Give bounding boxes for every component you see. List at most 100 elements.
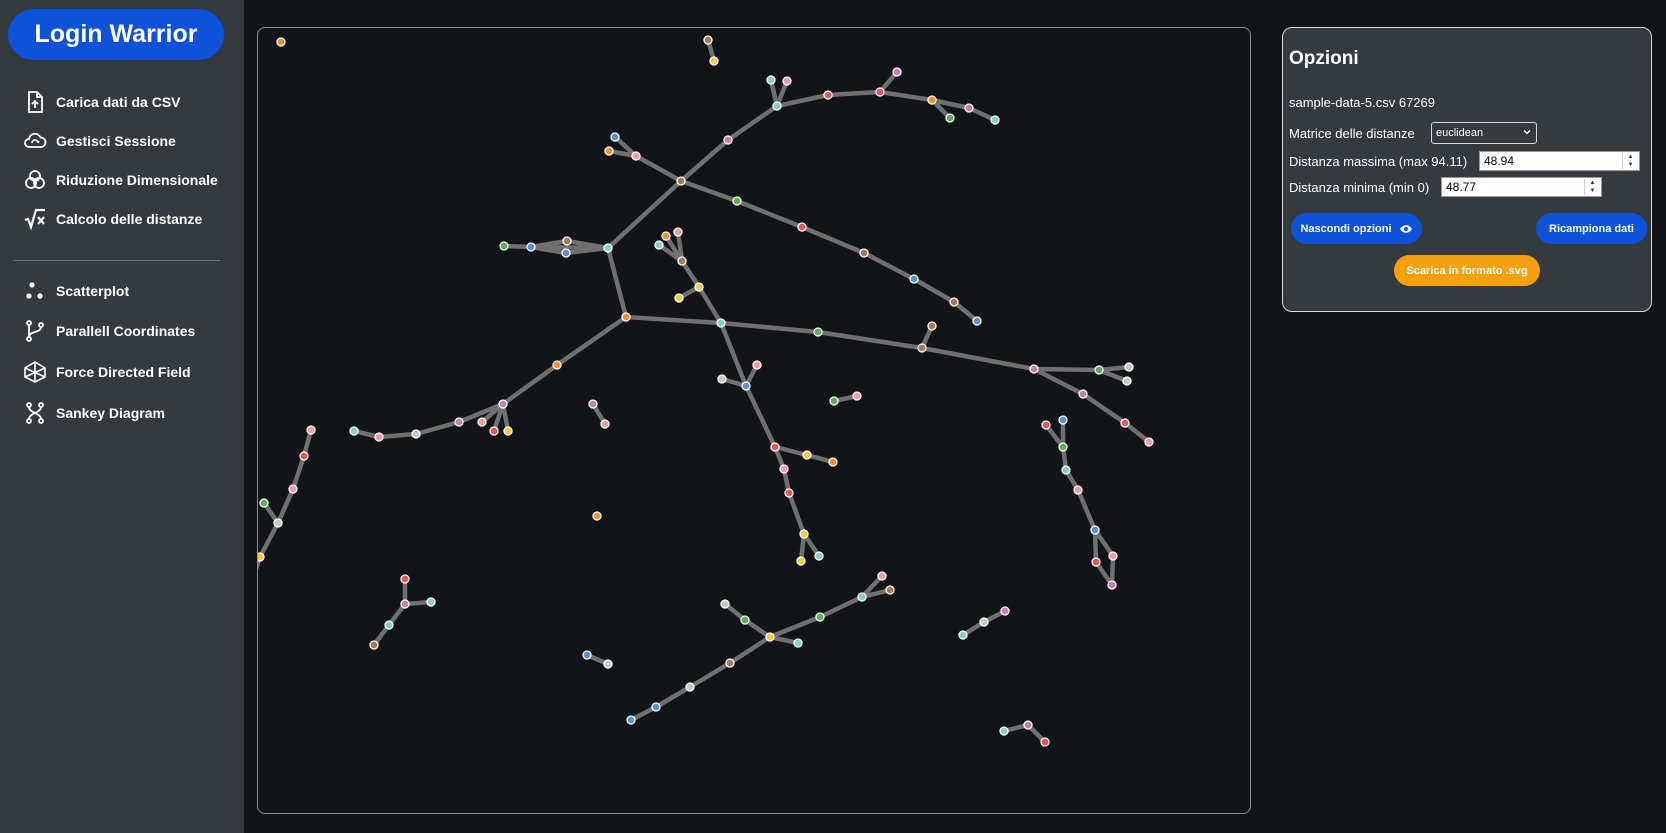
graph-node[interactable]: [815, 612, 825, 622]
graph-node[interactable]: [796, 556, 806, 566]
graph-node[interactable]: [784, 488, 794, 498]
graph-node[interactable]: [857, 592, 867, 602]
graph-node[interactable]: [829, 396, 839, 406]
graph-node[interactable]: [259, 498, 269, 508]
graph-node[interactable]: [1073, 485, 1083, 495]
graph-node[interactable]: [561, 248, 571, 258]
resample-data-button[interactable]: Ricampiona dati: [1536, 213, 1647, 244]
spin-down-icon[interactable]: ▼: [1627, 162, 1634, 168]
graph-node[interactable]: [1058, 415, 1068, 425]
brand-logo[interactable]: Login Warrior: [8, 9, 224, 60]
graph-node[interactable]: [793, 638, 803, 648]
graph-node[interactable]: [720, 599, 730, 609]
graph-node[interactable]: [674, 293, 684, 303]
graph-node[interactable]: [503, 426, 513, 436]
graph-node[interactable]: [717, 374, 727, 384]
graph-node[interactable]: [725, 658, 735, 668]
spin-up-icon[interactable]: ▲: [1627, 154, 1634, 160]
graph-node[interactable]: [582, 650, 592, 660]
graph-node[interactable]: [654, 240, 664, 250]
graph-node[interactable]: [766, 75, 776, 85]
graph-node[interactable]: [828, 457, 838, 467]
sidebar-item-scatterplot[interactable]: Scatterplot: [22, 276, 232, 306]
graph-node[interactable]: [600, 419, 610, 429]
graph-node[interactable]: [694, 282, 704, 292]
number-spinner[interactable]: ▲ ▼: [1622, 153, 1638, 169]
graph-node[interactable]: [797, 222, 807, 232]
sidebar-item-sankey[interactable]: Sankey Diagram: [22, 398, 232, 428]
graph-node[interactable]: [949, 297, 959, 307]
graph-node[interactable]: [498, 399, 508, 409]
sidebar-item-dim-reduction[interactable]: Riduzione Dimensionale: [22, 165, 232, 195]
graph-node[interactable]: [273, 518, 283, 528]
graph-node[interactable]: [1144, 437, 1154, 447]
graph-node[interactable]: [909, 274, 919, 284]
graph-node[interactable]: [741, 381, 751, 391]
graph-node[interactable]: [526, 242, 536, 252]
graph-node[interactable]: [852, 391, 862, 401]
graph-node[interactable]: [877, 571, 887, 581]
graph-node[interactable]: [1091, 557, 1101, 567]
min-distance-input[interactable]: 48.77 ▲ ▼: [1441, 177, 1602, 197]
graph-node[interactable]: [603, 243, 613, 253]
graph-node[interactable]: [814, 551, 824, 561]
graph-node[interactable]: [499, 241, 509, 251]
graph-node[interactable]: [626, 715, 636, 725]
graph-node[interactable]: [892, 67, 902, 77]
spin-up-icon[interactable]: ▲: [1589, 180, 1596, 186]
graph-node[interactable]: [1040, 737, 1050, 747]
graph-node[interactable]: [661, 231, 671, 241]
sidebar-item-distances[interactable]: Calcolo delle distanze: [22, 204, 232, 234]
graph-node[interactable]: [782, 76, 792, 86]
graph-node[interactable]: [552, 360, 562, 370]
hide-options-button[interactable]: Nascondi opzioni: [1291, 213, 1422, 244]
graph-node[interactable]: [1122, 376, 1132, 386]
graph-node[interactable]: [685, 682, 695, 692]
graph-node[interactable]: [374, 432, 384, 442]
graph-node[interactable]: [454, 417, 464, 427]
graph-node[interactable]: [799, 529, 809, 539]
graph-node[interactable]: [621, 312, 631, 322]
graph-node[interactable]: [489, 426, 499, 436]
graph-node[interactable]: [477, 417, 487, 427]
graph-node[interactable]: [1107, 580, 1117, 590]
graph-node[interactable]: [1078, 389, 1088, 399]
graph-node[interactable]: [752, 360, 762, 370]
graph-node[interactable]: [1023, 720, 1033, 730]
graph-canvas[interactable]: [258, 28, 1251, 814]
graph-node[interactable]: [411, 429, 421, 439]
graph-node[interactable]: [369, 640, 379, 650]
graph-node[interactable]: [740, 615, 750, 625]
graph-node[interactable]: [651, 702, 661, 712]
graph-node[interactable]: [716, 318, 726, 328]
graph-node[interactable]: [1041, 420, 1051, 430]
graph-node[interactable]: [1090, 525, 1100, 535]
graph-node[interactable]: [676, 176, 686, 186]
sidebar-item-load-csv[interactable]: Carica dati da CSV: [22, 87, 232, 117]
graph-node[interactable]: [945, 113, 955, 123]
graph-node[interactable]: [306, 425, 316, 435]
distance-matrix-select[interactable]: euclidean: [1431, 122, 1537, 144]
graph-node[interactable]: [709, 56, 719, 66]
graph-node[interactable]: [703, 35, 713, 45]
graph-node[interactable]: [972, 316, 982, 326]
graph-node[interactable]: [779, 464, 789, 474]
graph-node[interactable]: [384, 620, 394, 630]
graph-node[interactable]: [610, 132, 620, 142]
graph-node[interactable]: [288, 484, 298, 494]
graph-node[interactable]: [1058, 442, 1068, 452]
graph-node[interactable]: [349, 426, 359, 436]
graph-node[interactable]: [677, 256, 687, 266]
graph-node[interactable]: [258, 552, 265, 562]
graph-node[interactable]: [813, 327, 823, 337]
graph-node[interactable]: [958, 630, 968, 640]
graph-node[interactable]: [673, 227, 683, 237]
graph-node[interactable]: [859, 248, 869, 258]
graph-node[interactable]: [603, 659, 613, 669]
graph-node[interactable]: [772, 101, 782, 111]
graph-node[interactable]: [765, 632, 775, 642]
graph-node[interactable]: [732, 196, 742, 206]
graph-node[interactable]: [1000, 606, 1010, 616]
graph-node[interactable]: [562, 236, 572, 246]
sidebar-item-parallel-coordinates[interactable]: Parallell Coordinates: [22, 316, 232, 346]
